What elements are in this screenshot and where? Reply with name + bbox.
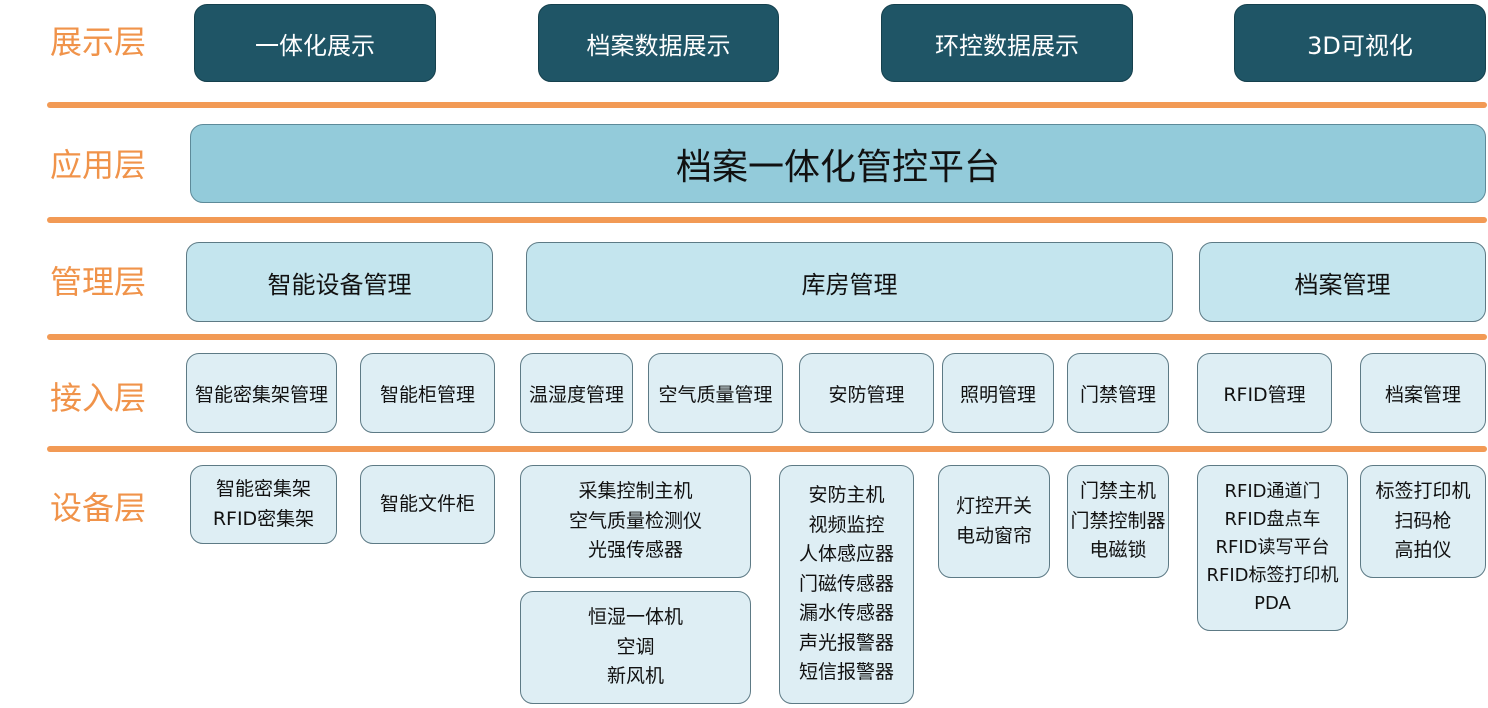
access-compact-shelf: 智能密集架管理 xyxy=(186,353,337,433)
device-group-archive: 标签打印机 扫码枪 高拍仪 xyxy=(1360,465,1486,578)
layer-label-management: 管理层 xyxy=(50,263,147,301)
access-smart-cabinet: 智能柜管理 xyxy=(360,353,495,433)
access-archive: 档案管理 xyxy=(1360,353,1486,433)
device-item: 门禁控制器 xyxy=(1070,509,1166,532)
device-item: 门磁传感器 xyxy=(798,572,894,595)
layer-label-access: 接入层 xyxy=(50,379,147,417)
management-warehouse: 库房管理 xyxy=(526,242,1173,322)
device-item: 灯控开关 xyxy=(955,495,1032,518)
display-environment-data: 环控数据展示 xyxy=(881,4,1133,82)
device-item: RFID密集架 xyxy=(212,507,315,530)
layer-separator xyxy=(47,446,1487,452)
device-item: 采集控制主机 xyxy=(578,480,693,503)
management-archive: 档案管理 xyxy=(1199,242,1486,322)
device-item: 新风机 xyxy=(606,665,664,688)
access-rfid: RFID管理 xyxy=(1197,353,1332,433)
device-item: RFID通道门 xyxy=(1224,481,1321,503)
device-group-collection: 采集控制主机 空气质量检测仪 光强传感器 xyxy=(520,465,751,578)
device-group-cabinet: 智能文件柜 xyxy=(360,465,495,544)
layer-label-device: 设备层 xyxy=(50,489,147,527)
access-air-quality: 空气质量管理 xyxy=(648,353,783,433)
device-item: 视频监控 xyxy=(808,513,885,536)
device-group-door: 门禁主机 门禁控制器 电磁锁 xyxy=(1067,465,1169,578)
device-group-rfid: RFID通道门 RFID盘点车 RFID读写平台 RFID标签打印机 PDA xyxy=(1197,465,1348,631)
layer-label-display: 展示层 xyxy=(50,23,147,61)
display-integrated: 一体化展示 xyxy=(194,4,436,82)
device-group-compact-shelf: 智能密集架 RFID密集架 xyxy=(190,465,337,544)
archive-platform: 档案一体化管控平台 xyxy=(190,124,1486,203)
access-security: 安防管理 xyxy=(799,353,934,433)
layer-separator xyxy=(47,102,1487,108)
device-item: 声光报警器 xyxy=(798,631,894,654)
device-item: 智能文件柜 xyxy=(379,492,475,515)
device-item: 智能密集架 xyxy=(215,478,311,501)
device-item: 空气质量检测仪 xyxy=(568,509,702,532)
device-item: RFID标签打印机 xyxy=(1206,564,1339,586)
device-item: 扫码枪 xyxy=(1394,509,1452,532)
layer-separator xyxy=(47,334,1487,340)
device-item: 恒湿一体机 xyxy=(587,606,683,629)
device-item: 电磁锁 xyxy=(1089,539,1147,562)
access-lighting: 照明管理 xyxy=(942,353,1054,433)
device-group-hvac: 恒湿一体机 空调 新风机 xyxy=(520,591,751,704)
device-item: 电动窗帘 xyxy=(955,524,1032,547)
device-item: 高拍仪 xyxy=(1394,539,1452,562)
device-item: RFID盘点车 xyxy=(1224,509,1321,531)
device-group-lighting: 灯控开关 电动窗帘 xyxy=(938,465,1050,578)
device-item: 门禁主机 xyxy=(1079,480,1156,503)
device-item: 标签打印机 xyxy=(1375,480,1471,503)
device-item: 光强传感器 xyxy=(587,539,683,562)
device-item: 空调 xyxy=(616,635,655,658)
display-archive-data: 档案数据展示 xyxy=(538,4,779,82)
access-door: 门禁管理 xyxy=(1067,353,1169,433)
display-3d-visualization: 3D可视化 xyxy=(1234,4,1486,82)
device-item: 人体感应器 xyxy=(798,543,894,566)
device-item: 短信报警器 xyxy=(798,661,894,684)
management-smart-device: 智能设备管理 xyxy=(186,242,493,322)
layer-separator xyxy=(47,217,1487,223)
device-item: PDA xyxy=(1254,592,1291,614)
layer-label-application: 应用层 xyxy=(50,146,147,184)
device-item: 安防主机 xyxy=(808,484,885,507)
device-item: 漏水传感器 xyxy=(798,602,894,625)
access-temperature-humidity: 温湿度管理 xyxy=(520,353,633,433)
device-item: RFID读写平台 xyxy=(1215,537,1330,559)
device-group-security: 安防主机 视频监控 人体感应器 门磁传感器 漏水传感器 声光报警器 短信报警器 xyxy=(779,465,914,704)
